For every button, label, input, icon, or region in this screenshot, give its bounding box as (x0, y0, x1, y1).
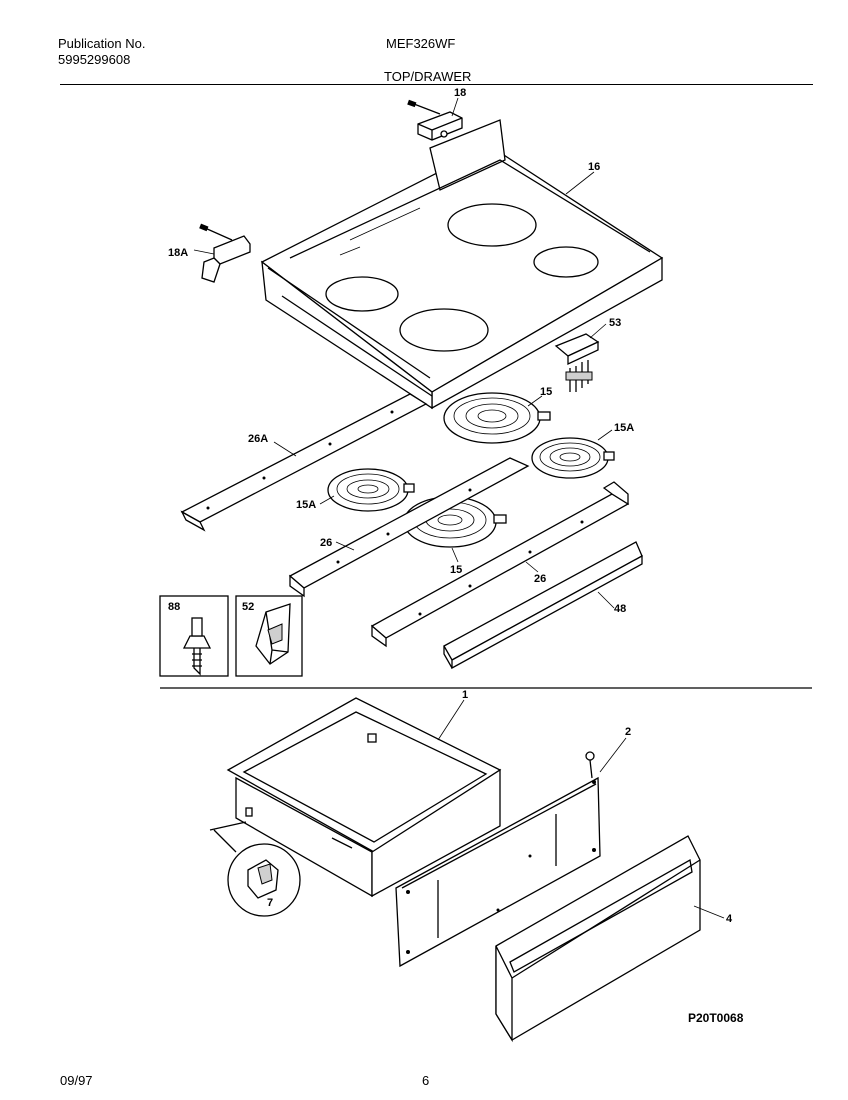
leader-lines (193, 97, 725, 919)
callout-2: 2 (625, 726, 631, 738)
footer-date: 09/97 (60, 1073, 93, 1088)
part-2-inner-panel (395, 751, 601, 968)
part-26a-support-bar (180, 393, 428, 532)
callout-15a-right: 15A (614, 422, 634, 434)
part-1-drawer (226, 697, 502, 898)
callout-1: 1 (462, 689, 468, 701)
callout-26-right: 26 (534, 573, 546, 585)
callout-26a: 26A (248, 433, 268, 445)
part-26-support-bar-left (288, 457, 530, 598)
callout-15a-left: 15A (296, 499, 316, 511)
part-15-element-top (443, 392, 551, 444)
part-4-drawer-front (495, 835, 701, 1043)
part-88-inset-box (159, 595, 229, 677)
callout-18: 18 (454, 87, 466, 99)
publication-number: 5995299608 (58, 52, 131, 67)
part-16-cooktop (260, 119, 664, 410)
callout-48: 48 (614, 603, 626, 615)
part-7-detail-circle (209, 821, 301, 917)
part-52-inset-box (235, 595, 303, 677)
model-number: MEF326WF (386, 36, 456, 51)
part-53-terminal-block (554, 333, 600, 392)
part-26-support-bar-right (370, 481, 630, 648)
publication-label: Publication No. (58, 36, 146, 51)
part-18-bracket (407, 99, 463, 141)
section-title: TOP/DRAWER (384, 69, 472, 84)
callout-15-top: 15 (540, 386, 552, 398)
part-18a-bracket (199, 223, 251, 283)
callout-18a: 18A (168, 247, 188, 259)
callout-16: 16 (588, 161, 600, 173)
callout-53: 53 (609, 317, 621, 329)
callout-15-bottom: 15 (450, 564, 462, 576)
callout-7: 7 (267, 897, 273, 909)
part-48-trim (443, 541, 643, 670)
callout-4: 4 (726, 913, 733, 925)
header-rule (60, 84, 813, 85)
drawing-code: P20T0068 (688, 1011, 744, 1025)
callout-52: 52 (242, 601, 254, 613)
footer-page-number: 6 (422, 1073, 430, 1088)
part-15a-element-right (531, 437, 615, 479)
callout-26-left: 26 (320, 537, 332, 549)
callout-88: 88 (168, 601, 180, 613)
part-15a-element-left (327, 468, 415, 512)
